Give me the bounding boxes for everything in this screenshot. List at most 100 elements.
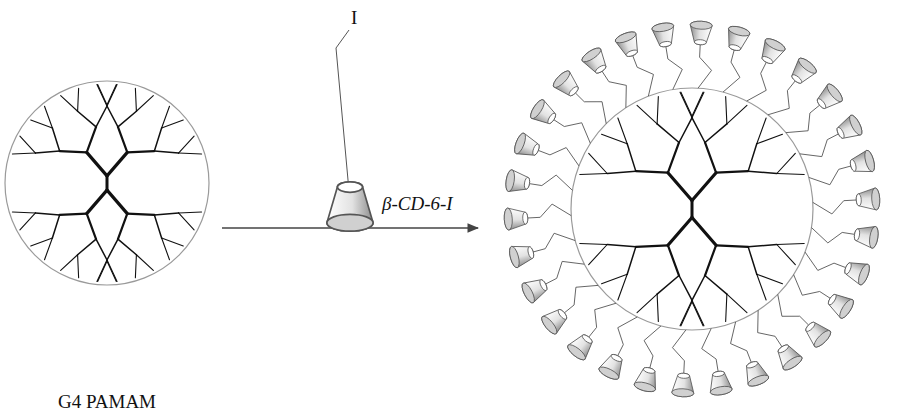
linker [672, 330, 685, 374]
linker [812, 228, 855, 243]
branch [162, 120, 184, 128]
cyclodextrin-cup [787, 56, 819, 88]
linker [633, 55, 654, 96]
branch [98, 261, 108, 282]
cyclodextrin-cup [551, 69, 583, 101]
cyclodextrin-cup [614, 30, 643, 60]
linker [644, 326, 661, 369]
branch [60, 214, 87, 215]
branch [618, 274, 627, 300]
cyclodextrin-cup [813, 82, 845, 114]
linker [527, 204, 571, 218]
dendrimer [5, 81, 209, 285]
branch [705, 124, 727, 143]
branch [589, 245, 607, 265]
branch [777, 243, 804, 244]
cyclodextrin-cup [853, 223, 880, 248]
branch [705, 142, 716, 172]
branch [602, 134, 628, 144]
linker [809, 166, 851, 185]
branch [61, 255, 78, 271]
branch [748, 247, 757, 274]
cyclodextrin-cup [833, 113, 864, 143]
branch [637, 294, 657, 313]
branch [668, 217, 692, 245]
cyclodextrin-cup [539, 304, 571, 336]
branch [154, 128, 161, 151]
branch [657, 97, 658, 124]
branch [87, 214, 96, 239]
dendrimer-outline [571, 88, 813, 330]
reagent-label: β-CD-6-I [382, 194, 453, 215]
branch [136, 96, 153, 112]
branch [118, 214, 127, 239]
branch [35, 151, 59, 153]
branch [580, 243, 607, 244]
branch [580, 173, 607, 174]
branch [680, 301, 692, 326]
linker [575, 93, 606, 124]
linker [813, 200, 857, 214]
branch [657, 294, 658, 321]
linker [533, 233, 575, 252]
cyclodextrin-cup [504, 207, 529, 230]
branch [127, 151, 154, 152]
cyclodextrin-cup [565, 330, 597, 362]
branch [107, 239, 118, 260]
branch [127, 214, 154, 215]
branch [107, 152, 127, 175]
branch [107, 261, 117, 282]
linker [805, 252, 846, 270]
branch [692, 173, 716, 201]
branch [35, 213, 59, 215]
branch [45, 106, 53, 128]
branch [106, 176, 109, 190]
branch [637, 105, 657, 124]
branch [96, 239, 107, 260]
branch [748, 144, 757, 171]
cyclodextrin-cup [580, 46, 611, 78]
branch [777, 245, 795, 265]
linker [538, 148, 579, 166]
branch [154, 213, 178, 215]
branch [692, 301, 704, 326]
branch [107, 85, 117, 106]
linker [786, 105, 820, 133]
branch [179, 153, 202, 155]
linker [529, 175, 572, 190]
branch [692, 117, 705, 142]
branch [748, 245, 777, 247]
branch [679, 117, 692, 142]
branch [179, 136, 195, 153]
branch [52, 215, 59, 238]
cyclodextrin-ring [504, 21, 881, 398]
cyclodextrin-cup [512, 132, 542, 161]
linker [564, 285, 598, 313]
linker [768, 81, 796, 115]
cyclodextrin-cup [689, 21, 712, 46]
branch [78, 239, 96, 255]
cyclodextrin-cup [773, 341, 804, 373]
branch [107, 85, 117, 106]
branch [20, 136, 36, 153]
branch [154, 151, 178, 153]
branch [52, 128, 59, 151]
compound-label: G4 PAMAM [58, 392, 156, 413]
branch [777, 153, 795, 173]
branch [727, 294, 747, 313]
branch [107, 190, 127, 213]
cyclodextrin-cup [633, 365, 660, 393]
cyclodextrin-cup [672, 373, 695, 398]
branch [97, 85, 107, 106]
branch [162, 238, 184, 246]
branch [692, 92, 704, 117]
cyclodextrin-cup [848, 149, 876, 176]
atom-label: I [351, 8, 357, 29]
branch [726, 294, 727, 321]
cyclodextrin-cup [707, 370, 732, 397]
linker [553, 119, 590, 143]
linker [800, 134, 839, 157]
branch [691, 201, 694, 218]
branch [705, 276, 727, 295]
